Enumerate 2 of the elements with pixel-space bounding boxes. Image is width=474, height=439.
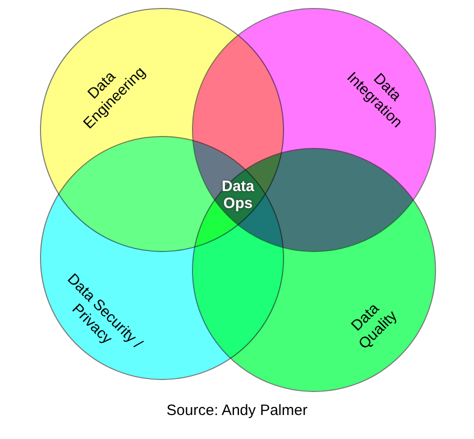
- source-caption: Source: Andy Palmer: [166, 402, 308, 419]
- center-label: Data Ops: [220, 178, 256, 212]
